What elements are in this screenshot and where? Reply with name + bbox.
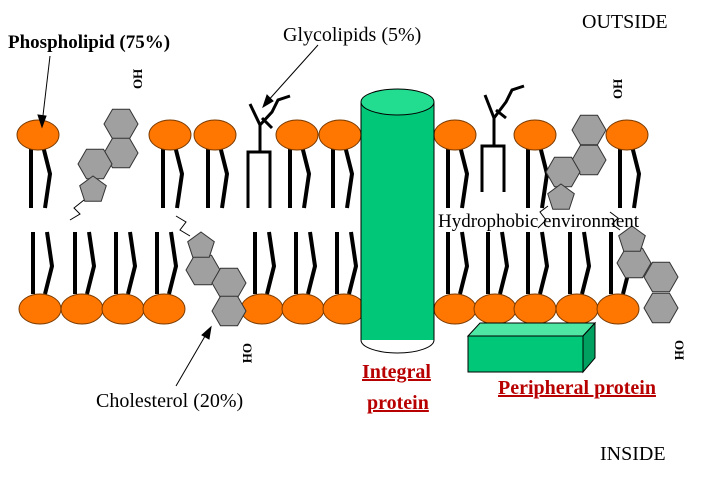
sterol-ring bbox=[77, 148, 113, 180]
fatty-acid-tail bbox=[568, 231, 592, 295]
sterol-ring bbox=[571, 114, 607, 146]
cholesterol bbox=[537, 114, 607, 229]
fatty-acid-tail bbox=[114, 231, 138, 295]
hydroxyl-label: OH bbox=[240, 343, 255, 364]
fatty-acid-tail bbox=[161, 145, 185, 209]
phosphate-head bbox=[555, 293, 599, 325]
inside-label: INSIDE bbox=[600, 443, 666, 465]
hydroxyl-label: OH bbox=[672, 340, 687, 361]
integral-protein-label-line1: Integral bbox=[362, 361, 431, 383]
hydroxyl-label: OH bbox=[610, 78, 625, 99]
integral-protein-label-line2: protein bbox=[367, 392, 429, 414]
cholesterol-label: Cholesterol (20%) bbox=[96, 390, 244, 412]
pointer-arrows bbox=[37, 44, 319, 387]
sterol-ring bbox=[79, 175, 107, 202]
fatty-acid-tail bbox=[526, 231, 550, 295]
fatty-acid-tail bbox=[29, 145, 53, 209]
phosphate-head bbox=[473, 293, 517, 325]
phosphate-head bbox=[142, 293, 186, 325]
phosphate-head bbox=[193, 119, 237, 151]
fatty-acid-tail bbox=[73, 231, 97, 295]
phosphate-head bbox=[275, 119, 319, 151]
sterol-ring bbox=[616, 247, 652, 279]
sterol-ring bbox=[643, 292, 679, 324]
fatty-acid-tail bbox=[618, 145, 642, 209]
glycolipid bbox=[246, 94, 291, 208]
outside-label: OUTSIDE bbox=[582, 11, 668, 33]
fatty-acid-tail bbox=[446, 145, 470, 209]
phosphate-head bbox=[240, 293, 284, 325]
peripheral-protein-label: Peripheral protein bbox=[498, 377, 656, 399]
fatty-acid-tail bbox=[31, 231, 55, 295]
hydrocarbon-chain bbox=[175, 215, 191, 237]
fatty-acid-tail bbox=[155, 231, 179, 295]
fatty-acid-tail bbox=[526, 145, 550, 209]
peripheral-protein bbox=[466, 321, 597, 374]
fatty-acid-tail bbox=[294, 231, 318, 295]
integral-protein bbox=[360, 88, 435, 354]
phosphate-head bbox=[322, 293, 366, 325]
hydrocarbon-chain bbox=[609, 211, 621, 231]
cholesterol bbox=[69, 108, 139, 221]
sterol-ring bbox=[643, 261, 679, 293]
sterol-ring bbox=[211, 295, 247, 327]
phosphate-head bbox=[596, 293, 640, 325]
phosphate-head bbox=[281, 293, 325, 325]
phospholipid-label: Phospholipid (75%) bbox=[8, 32, 171, 53]
sterol-ring bbox=[545, 156, 581, 188]
phosphate-head bbox=[318, 119, 362, 151]
sterol-ring bbox=[187, 231, 215, 258]
cholesterol-molecules bbox=[69, 108, 679, 327]
sterol-ring bbox=[547, 183, 575, 210]
fatty-acid-tail bbox=[486, 231, 510, 295]
glycolipids-label: Glycolipids (5%) bbox=[283, 24, 422, 46]
hydroxyl-label: OH bbox=[130, 68, 145, 89]
cholesterol bbox=[175, 215, 247, 327]
fatty-acid-tail bbox=[446, 231, 470, 295]
phosphate-heads bbox=[16, 119, 649, 325]
cholesterol bbox=[609, 211, 679, 324]
phosphate-head bbox=[101, 293, 145, 325]
glycolipid bbox=[480, 84, 525, 192]
fatty-acid-tail bbox=[288, 145, 312, 209]
hydrocarbon-chain bbox=[69, 199, 85, 221]
sterol-ring bbox=[185, 254, 221, 286]
phosphate-head bbox=[18, 293, 62, 325]
fatty-acid-tail bbox=[335, 231, 359, 295]
phosphate-head bbox=[16, 119, 60, 151]
phosphate-head bbox=[433, 293, 477, 325]
phosphate-head bbox=[148, 119, 192, 151]
sterol-ring bbox=[618, 225, 646, 252]
hydrocarbon-chain bbox=[537, 205, 549, 229]
phosphate-head bbox=[513, 293, 557, 325]
phosphate-head bbox=[60, 293, 104, 325]
fatty-acid-tail bbox=[331, 145, 355, 209]
phosphate-head bbox=[513, 119, 557, 151]
hydrophobic-environment-label: Hydrophobic environment bbox=[438, 211, 640, 232]
fatty-acid-tail bbox=[206, 145, 230, 209]
sterol-ring bbox=[103, 108, 139, 140]
fatty-acid-tail bbox=[253, 231, 277, 295]
phosphate-head bbox=[433, 119, 477, 151]
phosphate-head bbox=[605, 119, 649, 151]
